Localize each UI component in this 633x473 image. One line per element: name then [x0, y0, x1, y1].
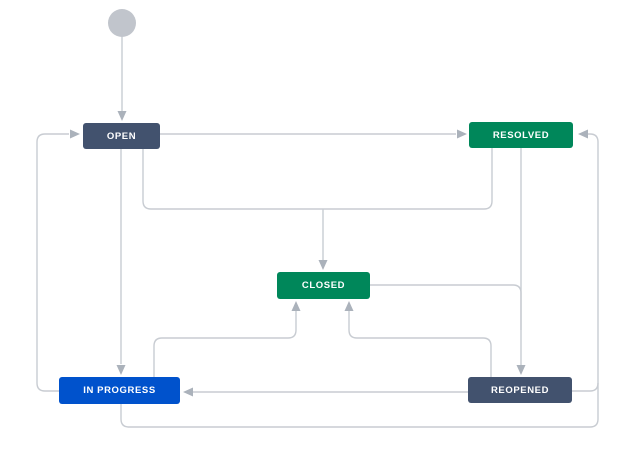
- arrowhead-into-closed-bottom-left: [291, 301, 301, 311]
- arrowhead-into-closed-bottom-right: [344, 301, 354, 311]
- edge-inprogress-to-resolved: [120, 133, 599, 428]
- status-label-in-progress: IN PROGRESS: [83, 385, 156, 396]
- status-node-resolved[interactable]: RESOLVED: [469, 122, 573, 148]
- status-label-open: OPEN: [106, 130, 137, 142]
- edge-inprogress-to-closed: [153, 311, 297, 377]
- start-node-circle[interactable]: [108, 9, 136, 37]
- arrowhead-into-reopened-top: [516, 365, 526, 375]
- status-node-reopened[interactable]: REOPENED: [468, 377, 572, 403]
- edge-open-to-closed-branch: [142, 149, 323, 210]
- arrowhead-into-open-top: [117, 111, 127, 121]
- arrowhead-into-resolved-left: [457, 129, 467, 139]
- edge-inprogress-to-open: [36, 133, 69, 392]
- arrowhead-into-inprogress-right: [183, 387, 193, 397]
- connector-lines: [36, 37, 599, 428]
- edge-reopened-to-resolved-merge: [572, 382, 599, 392]
- status-node-open[interactable]: OPEN: [83, 123, 160, 149]
- edge-reopened-to-closed: [348, 311, 492, 377]
- edge-resolved-to-closed-branch: [323, 148, 493, 210]
- status-label-reopened: REOPENED: [490, 384, 550, 396]
- connector-arrowheads: [70, 111, 588, 397]
- arrowhead-into-resolved-right: [578, 129, 588, 139]
- arrowhead-into-inprogress-top: [116, 365, 126, 375]
- edge-closed-to-reopened: [370, 284, 522, 330]
- arrowhead-into-closed-top: [318, 260, 328, 270]
- status-label-closed: CLOSED: [301, 280, 346, 291]
- status-node-closed[interactable]: CLOSED: [277, 272, 370, 299]
- status-label-resolved: RESOLVED: [492, 129, 550, 141]
- arrowhead-into-open-left: [70, 129, 80, 139]
- status-node-in-progress[interactable]: IN PROGRESS: [59, 377, 180, 404]
